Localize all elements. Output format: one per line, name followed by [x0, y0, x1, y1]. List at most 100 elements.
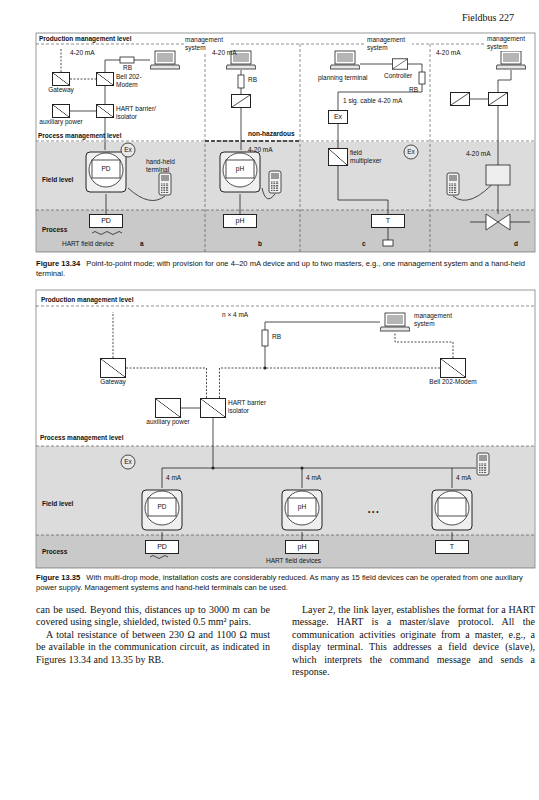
- ground: [37, 142, 535, 568]
- hand-held-terminal-icon: [159, 171, 489, 475]
- ex-circle: [121, 143, 418, 469]
- junction-dot: [212, 467, 215, 470]
- device-label: HART field device: [62, 240, 114, 248]
- ellipsis-mark: • • •: [368, 508, 378, 516]
- wire-connector: [126, 368, 207, 398]
- transmitter-icon: [142, 490, 182, 530]
- hand-held-terminal-icon: [159, 173, 171, 195]
- level-label: Process management level: [40, 434, 123, 442]
- barrier-isolator-box: HART barrier/ isolator: [96, 104, 114, 118]
- management-system-icon: [150, 51, 180, 69]
- node-label: Bell 202-Modem: [116, 73, 152, 89]
- caption-text: Point-to-point mode; with provision for …: [36, 259, 525, 278]
- signal-label: 4-20 mA: [212, 49, 237, 57]
- resistor-label: RB: [272, 333, 281, 341]
- figure-frame: [36, 33, 535, 252]
- device-label: HART field devices: [266, 557, 321, 565]
- node-label: field multiplexer: [350, 149, 390, 165]
- figure-frame: [36, 33, 535, 568]
- wire: [470, 185, 530, 222]
- transmitter-icon: [220, 152, 260, 192]
- signal-label: 4-20 mA: [466, 150, 491, 158]
- node-label: HART barrier isolator: [228, 399, 280, 415]
- wire-connector: [338, 166, 388, 214]
- junction-dot: [212, 367, 304, 470]
- node-label: auxiliary power: [39, 118, 82, 126]
- running-head: Fieldbus 227: [462, 12, 514, 24]
- figure-caption: Figure 13.35With multi-drop mode, instal…: [36, 573, 535, 593]
- ex-box: Ex: [328, 110, 348, 124]
- node-label: auxiliary power: [146, 418, 189, 426]
- node-label: pH: [298, 543, 307, 551]
- wire-connector: [220, 368, 441, 398]
- hand-held-terminal-icon: [447, 173, 459, 195]
- wire: [240, 194, 241, 214]
- device-label: management system: [486, 35, 534, 51]
- signal-label: n × 4 mA: [222, 311, 248, 319]
- resistor-label: RB: [123, 64, 132, 72]
- level-label: Process: [42, 226, 67, 234]
- signal-label: 4-20 mA: [70, 49, 95, 57]
- device-label: planning terminal: [318, 74, 368, 82]
- wire-connector: [338, 124, 339, 148]
- barrier-isolator-box: HART barrier isolator: [200, 398, 226, 418]
- node-label: PD: [157, 543, 167, 551]
- subfigure-letter: c: [362, 240, 366, 248]
- ex-marking: Ex: [121, 458, 135, 466]
- signal-label: 4 mA: [166, 474, 181, 482]
- ex-circle: [121, 143, 135, 157]
- device-label: management system: [414, 312, 460, 328]
- body-paragraph: A total resistance of between 230 Ω and …: [36, 629, 270, 666]
- process-box: T: [435, 540, 469, 554]
- level-divider: [205, 44, 430, 252]
- node-label: Bell 202-Modem: [429, 378, 476, 386]
- hazard-boundary: [205, 141, 300, 142]
- hand-held-terminal-icon: [477, 453, 489, 475]
- management-system-icon: [150, 51, 526, 331]
- level-divider: [36, 44, 535, 535]
- node-label: PD: [101, 217, 111, 225]
- ex-marking: Ex: [121, 146, 135, 154]
- body-column: can be used. Beyond this, distances up t…: [36, 604, 270, 666]
- management-system-icon: [330, 51, 360, 69]
- wire-connector: [181, 408, 200, 409]
- valve-actuator: [383, 240, 393, 246]
- ex-circle: [121, 455, 135, 469]
- node-label: pH: [236, 217, 245, 225]
- body-paragraph: Layer 2, the link layer, establishes the…: [292, 604, 535, 678]
- wire: [113, 312, 114, 358]
- field-multiplexer-box: field multiplexer: [328, 148, 348, 166]
- figure-frame: [36, 290, 535, 568]
- valve-actuator: [486, 214, 510, 230]
- resistor-label: RB: [248, 76, 257, 84]
- resistor-symbol: [120, 57, 425, 346]
- process-box: pH: [223, 214, 257, 228]
- level-label: Production management level: [40, 296, 134, 304]
- level-label: Process management level: [38, 132, 121, 140]
- process-box: PD: [145, 540, 179, 554]
- valve-actuator: [383, 165, 510, 246]
- process-box: PD: [89, 214, 123, 228]
- figure-number: Figure 13.34: [36, 259, 80, 268]
- node-label: T: [450, 543, 454, 551]
- device-box: [232, 95, 251, 108]
- display-text: PD: [92, 165, 120, 173]
- ex-marking: Ex: [404, 148, 418, 156]
- signal-label: 4 mA: [456, 474, 471, 482]
- transmitter-icon: [432, 490, 472, 530]
- node-label: Gateway: [48, 86, 74, 94]
- hazard-boundary: [205, 140, 300, 142]
- resistor-symbol: [262, 330, 268, 346]
- junction-dot: [301, 467, 304, 470]
- device-label: Controller: [384, 72, 412, 80]
- zone-label: non-hazardous: [248, 130, 295, 138]
- subfigure-letter: a: [140, 240, 144, 248]
- level-label: Field level: [42, 500, 73, 508]
- display-text: PD: [148, 503, 176, 511]
- subfigure-letter: d: [514, 240, 518, 248]
- transmitter-icon: [86, 152, 126, 192]
- power-supply-box: auxiliary power: [155, 398, 181, 418]
- ground: [37, 446, 535, 568]
- wire-connector: [70, 111, 96, 112]
- display-text: pH: [226, 165, 254, 173]
